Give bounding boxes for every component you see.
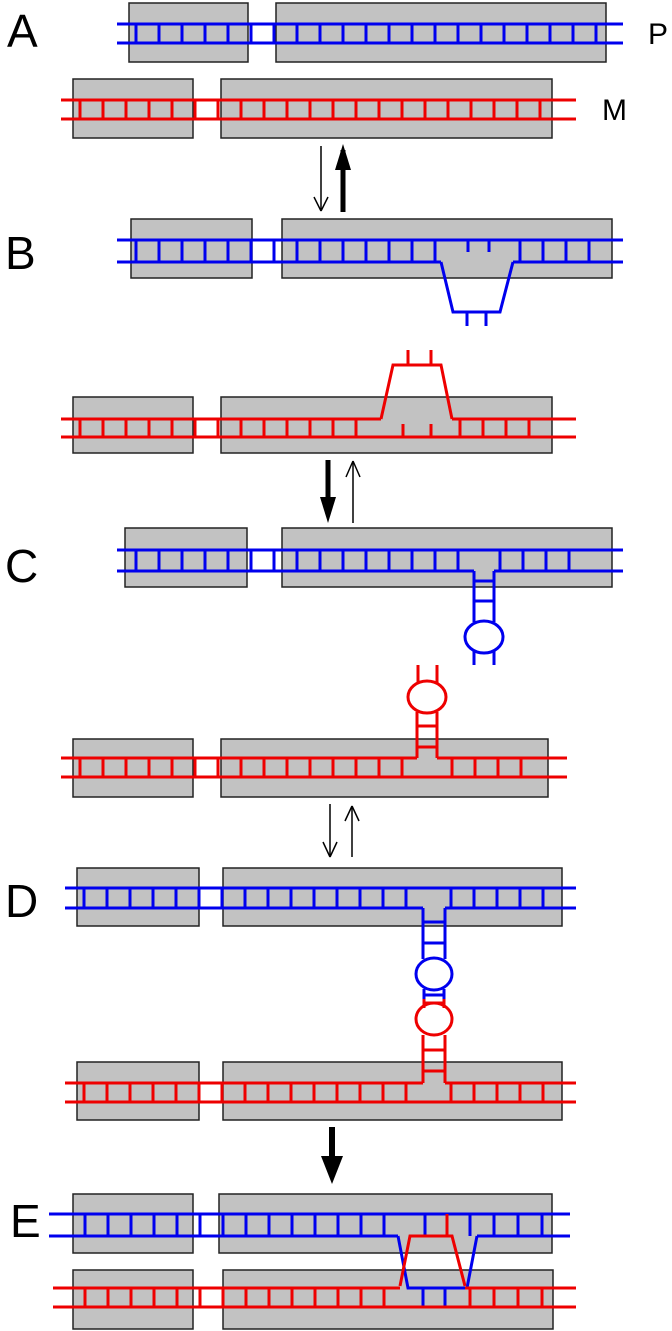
panel-label-c: C [5,540,39,592]
panel-label-e: E [10,1195,41,1247]
panel-d-kissing-complex [65,867,576,1121]
panel-label-a: A [7,5,38,57]
panel-e-strand-exchange [49,1193,576,1330]
panel-label-b: B [5,227,36,279]
target-strand-label: M [602,94,627,127]
panel-label-d: D [5,875,39,927]
arrow-d-e [321,1127,343,1184]
arrow-pair-a-b [313,144,351,212]
arrow-pair-c-d [322,804,360,858]
arrow-pair-b-c [320,460,361,523]
panel-c-hairpin-duplexes [61,527,623,798]
panel-b-bulged-duplexes [61,218,623,454]
probe-strand-label: P [648,18,669,51]
panel-a-duplexes [61,2,623,139]
